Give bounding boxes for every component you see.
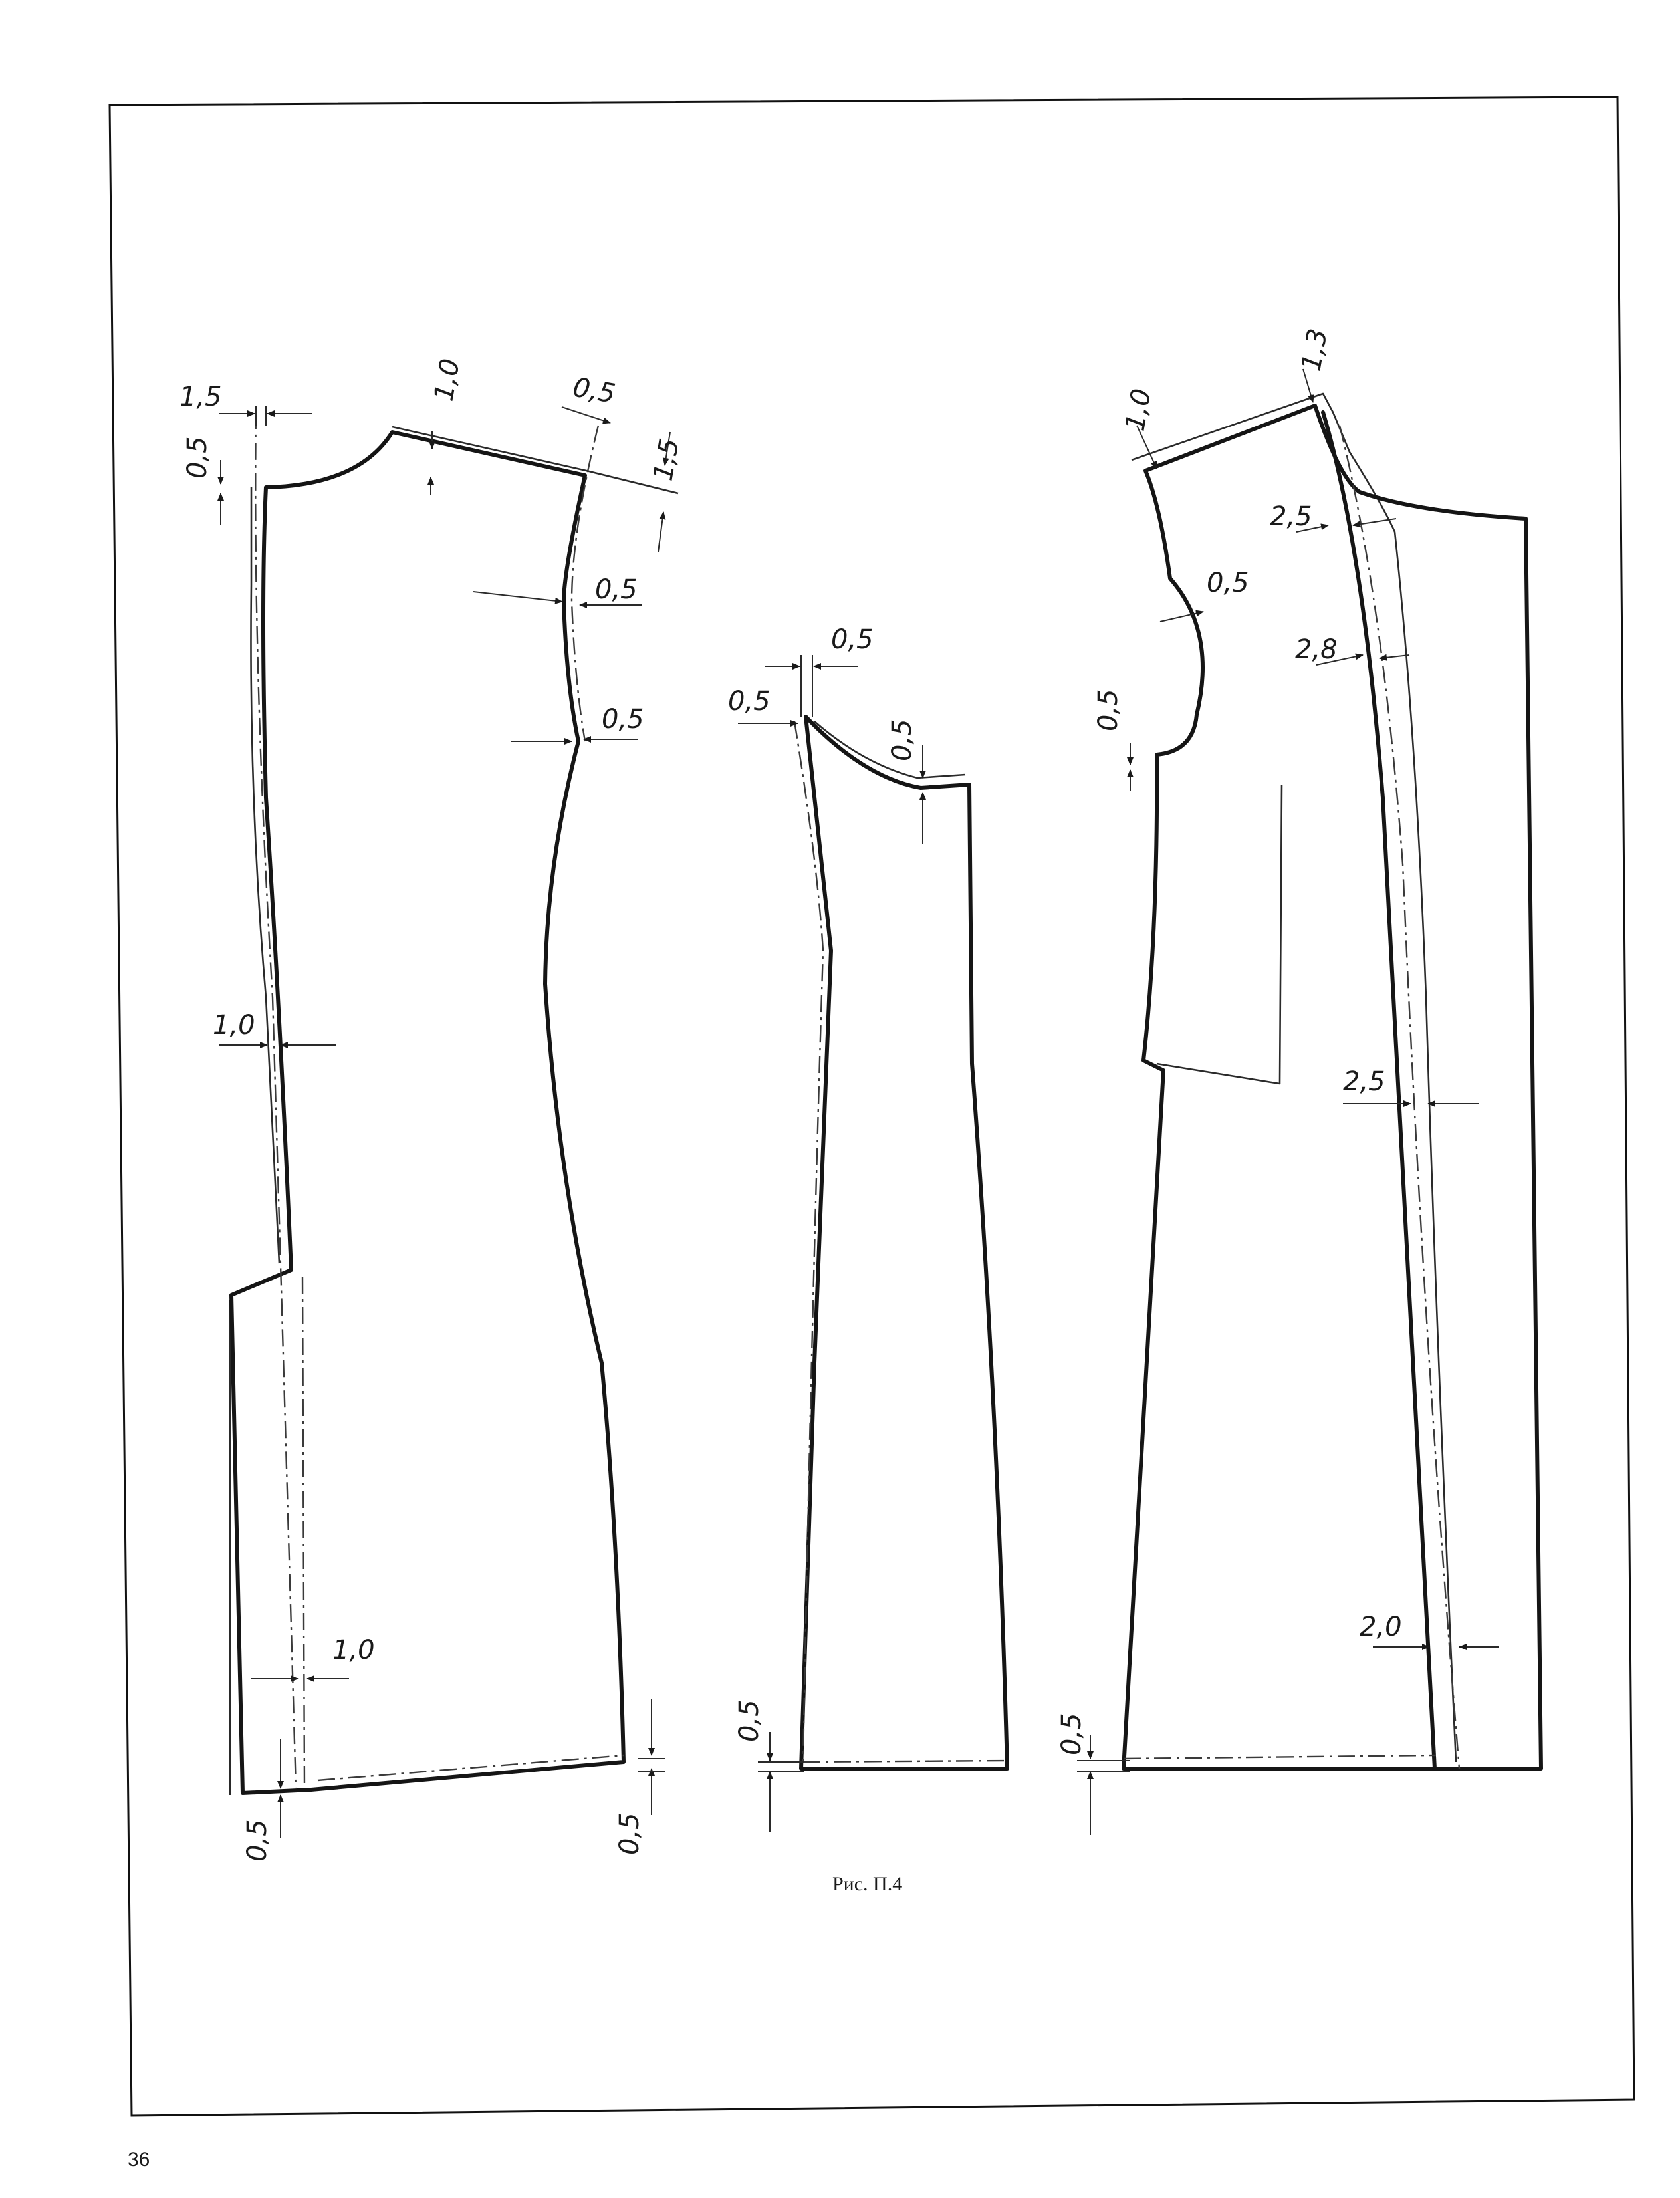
dim-back-center: 1,0 [213,1010,255,1040]
front-facing-line [1321,410,1437,1771]
dim-back-shoulder-len: 1,5 [648,436,685,483]
dim-back-hem-right: 0,5 [614,1812,645,1855]
back-hem-dash [317,1754,624,1782]
dim-back-hem-left: 0,5 [242,1819,273,1862]
dim-front-neck-point: 1,3 [1296,326,1334,374]
side-pattern-piece [793,715,1009,1771]
dim-side-top-width: 0,5 [831,624,874,655]
dim-front-shoulder-ext: 1,0 [1120,386,1157,433]
dim-front-armhole-drop: 0,5 [1093,689,1124,731]
dim-back-armhole-lower: 0,5 [602,704,644,735]
back-vent-dash [301,1276,306,1789]
dim-back-vent: 1,0 [332,1635,375,1665]
back-seam-allowance-outline [229,426,679,1795]
side-seam-dash [793,721,824,1763]
dim-back-armhole-upper: 0,5 [595,574,638,605]
front-outline [1122,404,1543,1771]
dim-side-armhole-drop: 0,5 [887,719,917,761]
dim-side-top-left: 0,5 [728,686,771,717]
side-hem-dash [802,1759,1008,1763]
back-pattern-piece [229,412,679,1795]
front-hem-dash [1123,1754,1437,1760]
dim-back-shoulder-ext: 0,5 [570,372,618,410]
dim-front-lapel-mid: 2,8 [1295,634,1338,665]
dim-back-neck-raise: 1,0 [429,356,466,404]
dim-front-lapel-top: 2,5 [1270,501,1312,532]
dim-front-facing-hem: 2,0 [1360,1612,1402,1642]
dim-front-facing: 2,5 [1343,1066,1385,1097]
front-pattern-piece [1122,392,1543,1771]
back-center-dash [255,412,297,1789]
dim-back-neck-drop: 0,5 [182,436,213,479]
figure-caption: Рис. П.4 [832,1873,902,1895]
dim-back-hem-side-top: 1,5 [180,382,222,412]
front-pocket-flap [1156,784,1283,1085]
dim-front-hem: 0,5 [1056,1713,1087,1755]
dim-front-armhole: 0,5 [1207,568,1249,598]
page-number: 36 [128,2149,150,2171]
front-facing-dash [1338,425,1461,1769]
side-outline [799,715,1009,1771]
back-outline [229,430,626,1795]
front-seam-allowance-outline [1131,392,1457,1763]
dimension-lines [217,368,1499,1838]
dim-side-hem: 0,5 [734,1699,765,1742]
dimension-labels: 1,5 0,5 1,0 0,5 1,5 0,5 0,5 1,0 1,0 0,5 … [180,326,1402,1862]
page-frame [108,96,1635,2117]
side-top-thin [814,721,966,779]
back-armhole-dash [570,425,600,742]
